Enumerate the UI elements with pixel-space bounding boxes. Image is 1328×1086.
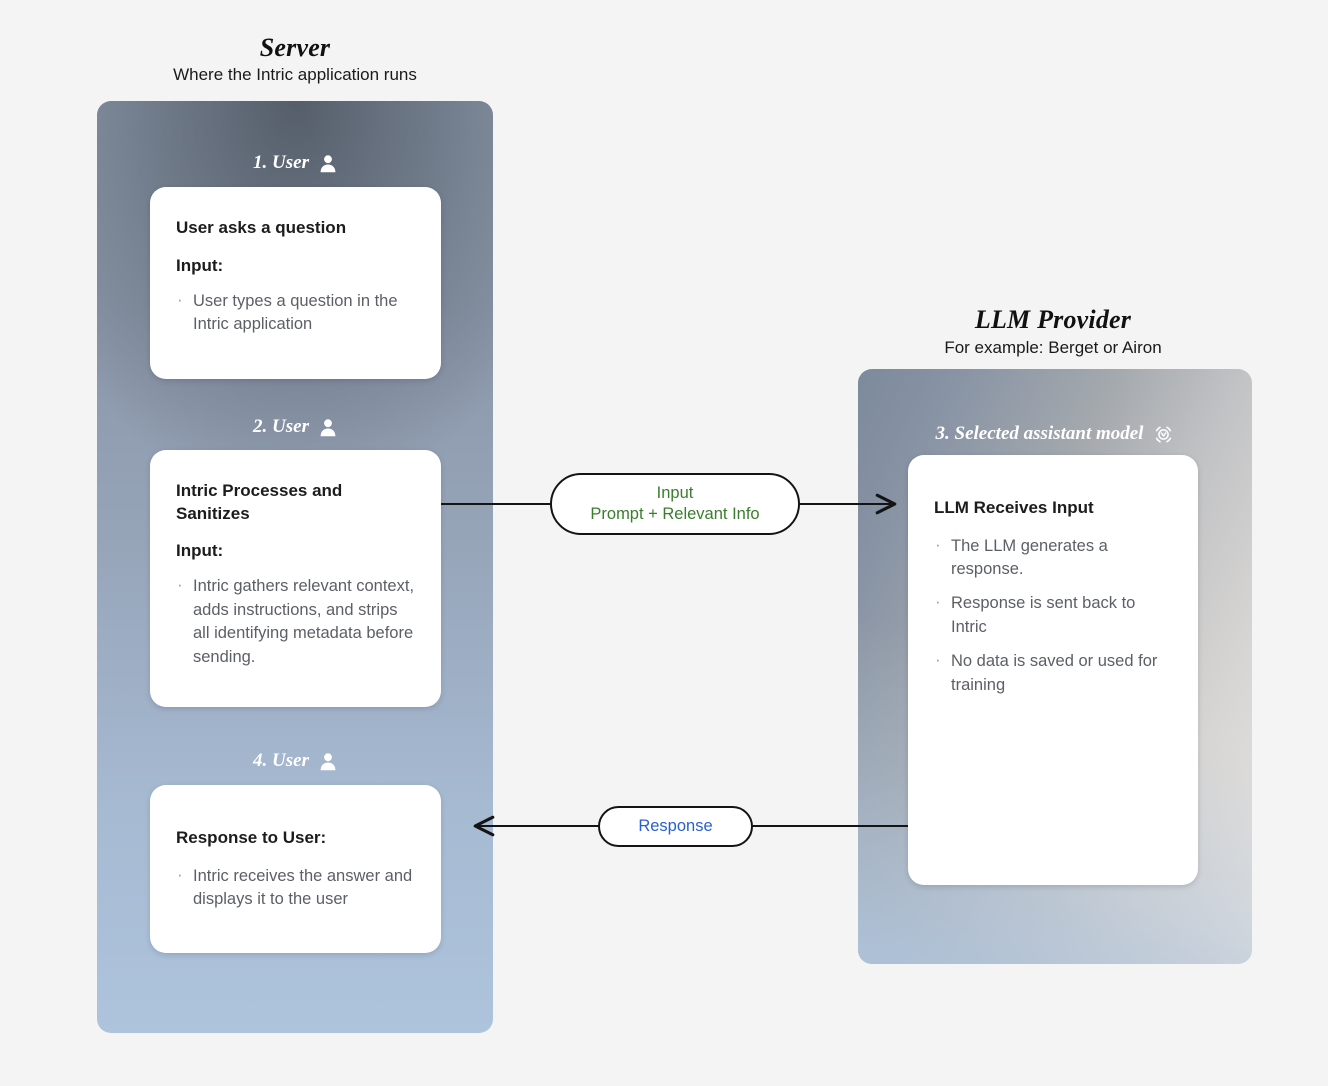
- card1-bullet-0: User types a question in the Intric appl…: [176, 288, 415, 337]
- response-label-line1: Response: [638, 816, 713, 835]
- card3-title: LLM Receives Input: [934, 498, 1094, 517]
- step-label-2: 2. User: [97, 416, 493, 438]
- step-label-3: 3. Selected assistant model: [858, 423, 1252, 445]
- server-group-title: Server: [259, 33, 331, 62]
- card-user-asks-question: User asks a question Input: User types a…: [150, 187, 441, 379]
- step-2-text: 2. User: [253, 416, 309, 437]
- card2-subtitle: Input:: [176, 541, 224, 561]
- server-group-subtitle: Where the Intric application runs: [173, 65, 417, 84]
- card-response-to-user: Response to User: Intric receives the an…: [150, 785, 441, 953]
- request-label-line2: Prompt + Relevant Info: [590, 505, 760, 523]
- card3-bullet-2: No data is saved or used for training: [934, 648, 1172, 697]
- edge-label-response: Response: [598, 806, 753, 847]
- card2-title: Intric Processes and Sanitizes: [176, 481, 343, 523]
- user-icon: [319, 418, 337, 437]
- llm-group-subtitle: For example: Berget or Airon: [944, 338, 1162, 357]
- card-intric-processes-sanitizes: Intric Processes and Sanitizes Input: In…: [150, 450, 441, 707]
- step-3-text: 3. Selected assistant model: [935, 423, 1144, 444]
- card4-bullet-0: Intric receives the answer and displays …: [176, 863, 415, 912]
- card1-title: User asks a question: [176, 218, 347, 237]
- user-icon: [319, 752, 337, 771]
- card3-bullet-0: The LLM generates a response.: [934, 533, 1172, 582]
- card2-bullet-list: Intric gathers relevant context, adds in…: [176, 573, 415, 669]
- step-4-text: 4. User: [253, 750, 309, 771]
- card1-bullet-list: User types a question in the Intric appl…: [176, 288, 415, 337]
- edge-label-request: Input Prompt + Relevant Info: [550, 473, 800, 535]
- model-target-icon: [1153, 424, 1174, 445]
- user-icon: [319, 154, 337, 173]
- step-1-text: 1. User: [253, 152, 309, 173]
- card-llm-receives-input: LLM Receives Input The LLM generates a r…: [908, 455, 1198, 885]
- step-label-4: 4. User: [97, 750, 493, 772]
- step-label-1: 1. User: [97, 152, 493, 174]
- card3-bullet-list: The LLM generates a response. Response i…: [934, 533, 1172, 698]
- card3-bullet-1: Response is sent back to Intric: [934, 590, 1172, 639]
- card1-subtitle: Input:: [176, 255, 224, 275]
- request-label-line1: Input: [656, 483, 694, 502]
- card2-bullet-0: Intric gathers relevant context, adds in…: [176, 573, 415, 669]
- card4-bullet-list: Intric receives the answer and displays …: [176, 863, 415, 912]
- llm-group-title: LLM Provider: [974, 305, 1132, 334]
- card4-title: Response to User:: [176, 828, 327, 847]
